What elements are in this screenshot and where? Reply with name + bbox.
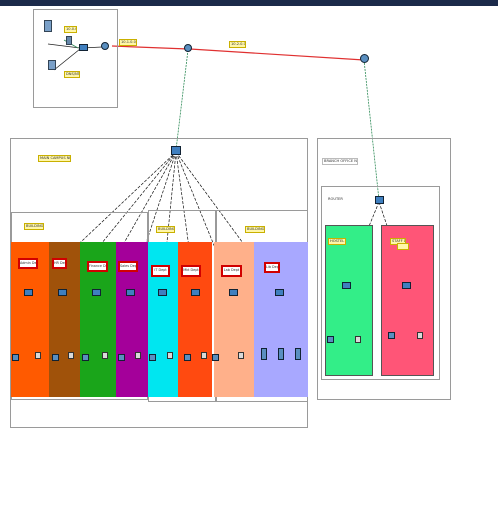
router-icon[interactable] (184, 44, 192, 52)
router-icon[interactable] (101, 42, 109, 50)
router-icon[interactable] (360, 54, 369, 63)
building-a-label: BUILDING A (24, 223, 44, 230)
dept-label-admin: Admin Dept (18, 258, 38, 269)
printer-icon[interactable] (417, 332, 423, 339)
dept-label-mkt: Mkt Dept (181, 265, 201, 277)
dept-panel-lib (254, 242, 308, 397)
core-switch-icon[interactable] (79, 44, 88, 51)
pc-icon[interactable] (212, 354, 219, 361)
server-icon[interactable] (44, 20, 52, 32)
building-c-label: BUILDING C (245, 226, 265, 233)
access-switch-icon[interactable] (191, 289, 200, 296)
pc-icon[interactable] (12, 354, 19, 361)
wan-subnet-label-left: 10.1.0.0/30 (119, 39, 137, 46)
access-switch-icon[interactable] (58, 289, 67, 296)
branch-office-box (317, 138, 451, 400)
main-campus-title: MAIN CAMPUS NETWORK (38, 155, 71, 162)
server-icon[interactable] (48, 60, 56, 70)
access-switch-icon[interactable] (342, 282, 351, 289)
core-switch-icon[interactable] (375, 196, 384, 204)
access-switch-icon[interactable] (229, 289, 238, 296)
dept-label-lib: Lib Dept (264, 262, 280, 273)
branch-dept-label-staff-2 (397, 243, 409, 250)
dns-ntp-label: DNS/NTP (64, 71, 80, 78)
printer-icon[interactable] (35, 352, 41, 359)
pc-icon[interactable] (149, 354, 156, 361)
branch-router-label: ROUTER (328, 197, 343, 201)
printer-icon[interactable] (102, 352, 108, 359)
access-switch-icon[interactable] (275, 289, 284, 296)
printer-icon[interactable] (355, 336, 361, 343)
pc-icon[interactable] (184, 354, 191, 361)
access-switch-icon[interactable] (158, 289, 167, 296)
dept-label-sales: Sales Dept (118, 261, 138, 272)
server-icon[interactable] (66, 36, 72, 45)
printer-icon[interactable] (135, 352, 141, 359)
dept-label-lab: Lab Dept (221, 265, 242, 277)
building-b-label: BUILDING B (156, 226, 175, 233)
branch-dept-panel-hostel (325, 225, 373, 376)
pc-icon[interactable] (388, 332, 395, 339)
pc-icon[interactable] (327, 336, 334, 343)
top-window-bar (0, 0, 498, 6)
server-icon[interactable] (295, 348, 301, 360)
wan-link-left (111, 45, 189, 50)
branch-office-title: BRANCH OFFICE NETWORK (322, 158, 358, 165)
branch-inner-box (321, 186, 440, 380)
server-subnet-label: 10.0.0.0 (64, 26, 77, 33)
printer-icon[interactable] (68, 352, 74, 359)
dept-label-finance: Finance Dept (87, 261, 108, 272)
core-switch-icon[interactable] (171, 146, 181, 155)
wan-link-right (189, 48, 365, 61)
dept-label-hr: HR Dept (52, 258, 67, 269)
wan-subnet-label-right: 10.2.0.0/30 (229, 41, 246, 48)
pc-icon[interactable] (52, 354, 59, 361)
server-icon[interactable] (261, 348, 267, 360)
access-switch-icon[interactable] (402, 282, 411, 289)
dept-label-it: IT Dept (151, 265, 170, 277)
server-icon[interactable] (278, 348, 284, 360)
access-switch-icon[interactable] (126, 289, 135, 296)
printer-icon[interactable] (238, 352, 244, 359)
access-switch-icon[interactable] (24, 289, 33, 296)
printer-icon[interactable] (167, 352, 173, 359)
branch-dept-label-hostel: HOSTEL Dept (328, 238, 346, 245)
server-room-box (33, 9, 118, 108)
pc-icon[interactable] (82, 354, 89, 361)
branch-dept-panel-staff (381, 225, 434, 376)
pc-icon[interactable] (118, 354, 125, 361)
printer-icon[interactable] (201, 352, 207, 359)
access-switch-icon[interactable] (92, 289, 101, 296)
